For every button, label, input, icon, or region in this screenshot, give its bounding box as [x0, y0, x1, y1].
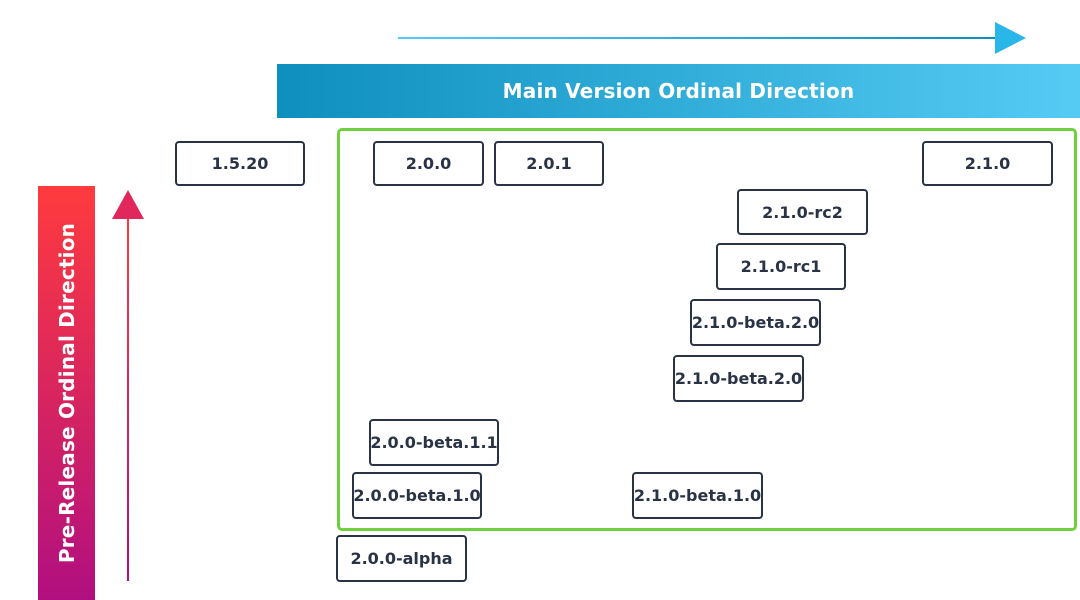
version-box-2-1-0-beta-2-0-lower: 2.1.0-beta.2.0 — [673, 355, 804, 402]
version-box-2-1-0: 2.1.0 — [922, 141, 1053, 186]
version-box-2-1-0-beta-2-0-upper: 2.1.0-beta.2.0 — [690, 299, 821, 346]
version-box-2-0-0-beta-1-1: 2.0.0-beta.1.1 — [369, 419, 499, 466]
main-banner-label: Main Version Ordinal Direction — [502, 79, 855, 103]
version-box-2-1-0-beta-1-0: 2.1.0-beta.1.0 — [632, 472, 763, 519]
version-box-2-0-0-beta-1-0: 2.0.0-beta.1.0 — [352, 472, 482, 519]
main-direction-arrow-line — [398, 37, 998, 39]
side-banner-label: Pre-Release Ordinal Direction — [54, 222, 79, 564]
version-group-frame — [337, 128, 1077, 531]
main-version-direction-banner: Main Version Ordinal Direction — [277, 64, 1080, 118]
arrow-right-icon — [995, 22, 1026, 54]
version-box-2-1-0-rc2: 2.1.0-rc2 — [737, 189, 868, 235]
version-box-1-5-20: 1.5.20 — [175, 141, 305, 186]
arrow-up-icon — [112, 190, 144, 219]
pre-release-direction-arrow-line — [127, 214, 129, 581]
pre-release-direction-banner: Pre-Release Ordinal Direction — [38, 186, 95, 600]
version-box-2-0-0-alpha: 2.0.0-alpha — [336, 535, 467, 582]
version-box-2-0-1: 2.0.1 — [494, 141, 604, 186]
version-box-2-0-0: 2.0.0 — [373, 141, 484, 186]
version-box-2-1-0-rc1: 2.1.0-rc1 — [716, 243, 846, 290]
